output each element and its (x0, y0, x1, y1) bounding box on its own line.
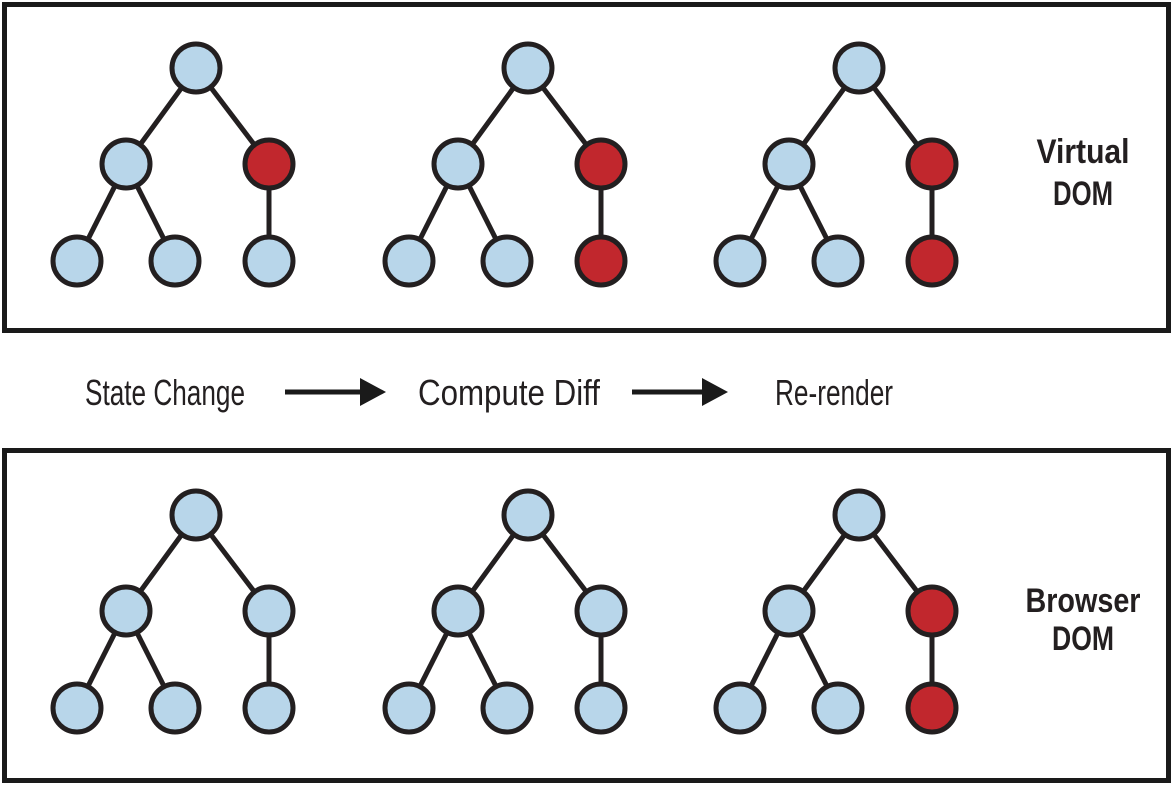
tree-node-leaf2 (480, 681, 534, 735)
tree-node-root (169, 41, 223, 95)
tree-node-leaf1 (382, 234, 436, 288)
tree-node-left (99, 137, 153, 191)
tree-node-root (169, 488, 223, 542)
tree-node-leaf2 (811, 234, 865, 288)
process-step-compute-diff: Compute Diff (418, 372, 601, 413)
tree-node-root (832, 488, 886, 542)
browser-dom-tree-1 (50, 488, 296, 735)
tree-node-right (574, 137, 628, 191)
tree-node-left (431, 584, 485, 638)
tree-node-root (832, 41, 886, 95)
tree-node-root (501, 41, 555, 95)
tree-node-leaf2 (148, 681, 202, 735)
tree-node-leaf1 (50, 681, 104, 735)
tree-node-right (574, 584, 628, 638)
tree-node-leaf3 (574, 681, 628, 735)
tree-node-leaf1 (713, 234, 767, 288)
tree-node-leaf1 (382, 681, 436, 735)
tree-node-left (762, 584, 816, 638)
tree-node-leaf3 (905, 234, 959, 288)
virtual-dom-trees (50, 41, 959, 288)
process-step-state-change: State Change (85, 372, 245, 413)
browser-dom-trees (50, 488, 959, 735)
process-step-re-render: Re-render (775, 372, 893, 413)
tree-node-left (431, 137, 485, 191)
tree-node-leaf2 (480, 234, 534, 288)
tree-node-left (762, 137, 816, 191)
tree-node-leaf2 (148, 234, 202, 288)
browser-dom-tree-3 (713, 488, 959, 735)
tree-node-right (242, 137, 296, 191)
tree-node-right (905, 137, 959, 191)
virtual-dom-label-line1: Virtual (1037, 133, 1130, 171)
tree-node-root (501, 488, 555, 542)
virtual-dom-tree-2 (382, 41, 628, 288)
tree-node-leaf3 (242, 234, 296, 288)
virtual-dom-label-line2: DOM (1053, 175, 1113, 213)
browser-dom-label-line1: Browser (1026, 582, 1141, 620)
tree-node-leaf3 (574, 234, 628, 288)
browser-dom-label-line2: DOM (1052, 620, 1114, 658)
tree-node-right (905, 584, 959, 638)
tree-node-leaf3 (242, 681, 296, 735)
tree-node-leaf1 (50, 234, 104, 288)
right-arrow-icon (632, 378, 728, 406)
tree-node-right (242, 584, 296, 638)
browser-dom-tree-2 (382, 488, 628, 735)
tree-node-leaf1 (713, 681, 767, 735)
tree-node-leaf2 (811, 681, 865, 735)
tree-node-leaf3 (905, 681, 959, 735)
right-arrow-icon (285, 378, 386, 406)
virtual-dom-tree-1 (50, 41, 296, 288)
virtual-dom-tree-3 (713, 41, 959, 288)
tree-node-left (99, 584, 153, 638)
